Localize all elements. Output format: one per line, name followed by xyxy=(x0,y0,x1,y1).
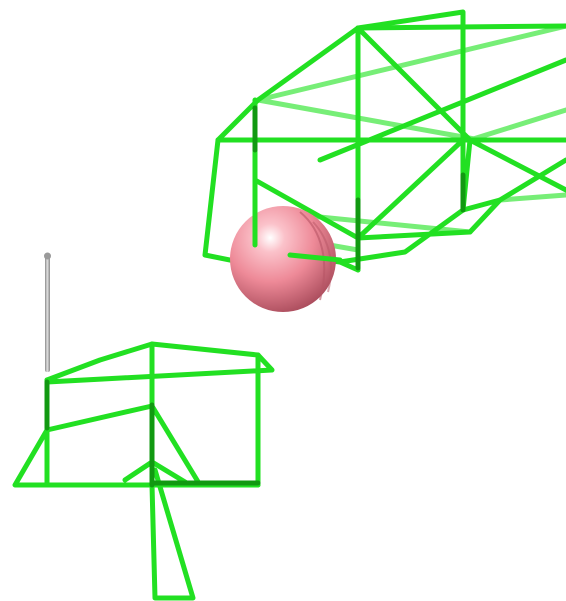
lower-left-green-mesh xyxy=(12,341,275,601)
gray-stick xyxy=(44,252,51,372)
upper-right-green-mesh-front xyxy=(252,207,343,263)
lower-left-green-mesh-dark xyxy=(44,379,261,488)
upper-right-green-mesh-dark xyxy=(252,105,466,271)
